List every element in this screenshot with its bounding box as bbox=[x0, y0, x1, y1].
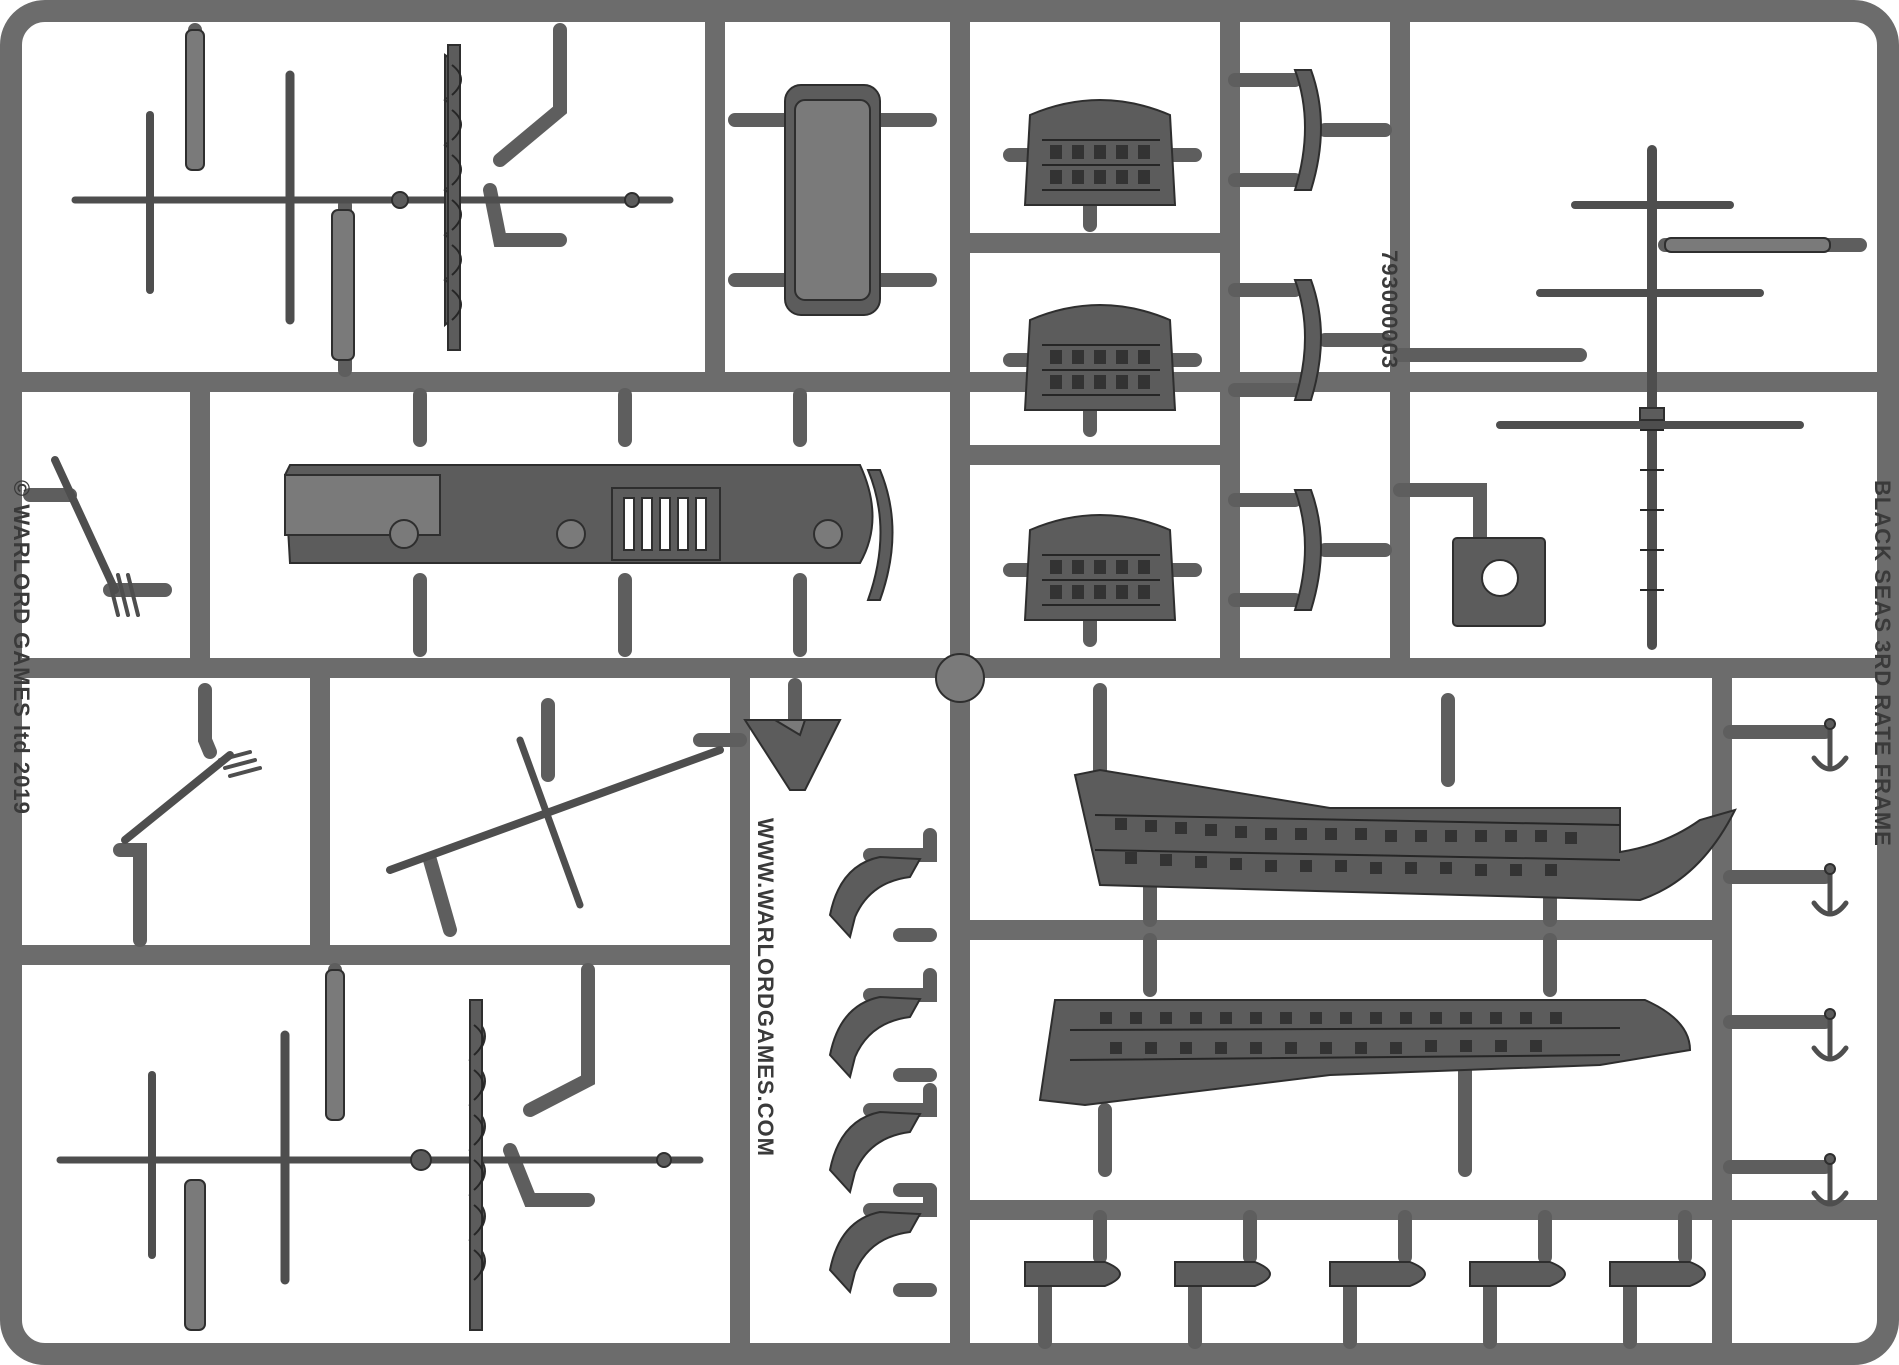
hull-upper bbox=[1073, 683, 1737, 927]
frame-rails bbox=[11, 11, 1888, 1354]
spar-cross bbox=[386, 698, 747, 937]
central-gate bbox=[935, 653, 985, 703]
deck-block bbox=[728, 84, 937, 316]
website-text: WWW.WARLORDGAMES.COM bbox=[753, 818, 778, 1157]
boat-hook-left bbox=[23, 456, 172, 617]
boat-hook-middle bbox=[113, 683, 262, 947]
mast-with-sails-bottom bbox=[56, 963, 704, 1331]
main-deck bbox=[283, 388, 894, 657]
frame-title-text: BLACK SEAS 3RD RATE FRAME bbox=[1870, 480, 1895, 847]
anchors bbox=[1723, 718, 1849, 1207]
stern-galleries bbox=[1003, 99, 1202, 647]
product-code-text: 793000003 bbox=[1377, 250, 1402, 369]
sprue-text-block: © WARLORD GAMES ltd 2019 WWW.WARLORDGAME… bbox=[9, 250, 1895, 1157]
ships-boats bbox=[1024, 1210, 1706, 1349]
copyright-text: © WARLORD GAMES ltd 2019 bbox=[9, 480, 34, 815]
hull-lower bbox=[1038, 933, 1692, 1177]
hatch-grating bbox=[1452, 537, 1546, 627]
mast-upper-right bbox=[1393, 145, 1867, 650]
mast-with-sails-top bbox=[71, 23, 674, 377]
figurehead-pieces bbox=[743, 678, 937, 1297]
quarter-rails bbox=[1228, 69, 1392, 611]
